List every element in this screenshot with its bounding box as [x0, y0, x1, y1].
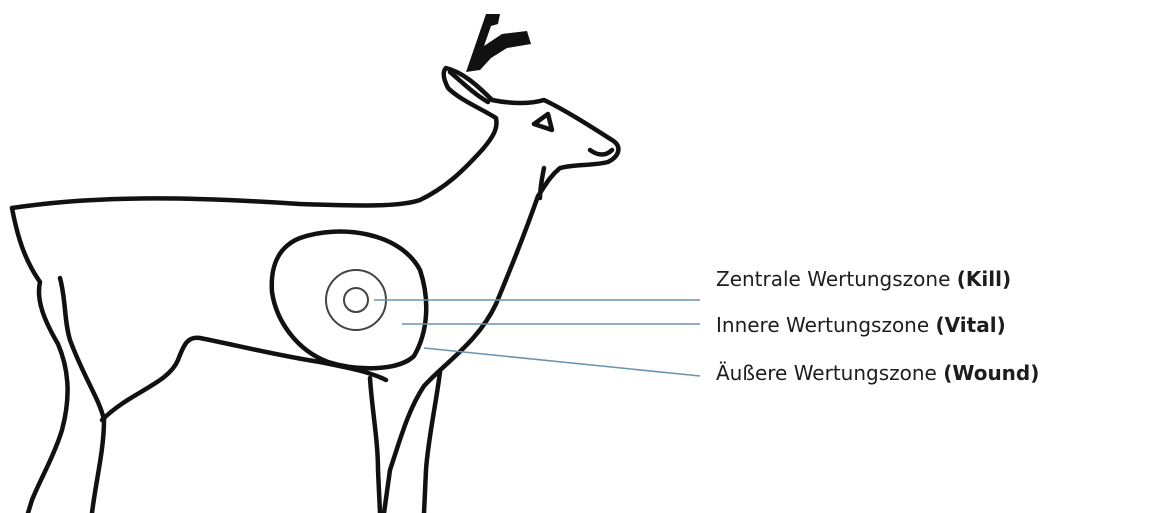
zone-name: Innere Wertungszone — [716, 313, 929, 337]
zone-label-kill: Zentrale Wertungszone (Kill) — [716, 267, 1011, 291]
kill-zone-ring — [344, 288, 368, 312]
zone-tag: Vital — [945, 313, 997, 337]
zone-label-vital: Innere Wertungszone (Vital) — [716, 313, 1006, 337]
ear-inner-line — [450, 72, 488, 102]
front-leg-line — [370, 378, 380, 513]
zone-label-wound: Äußere Wertungszone (Wound) — [716, 361, 1039, 385]
antler-shape — [466, 14, 531, 72]
belly-line — [102, 338, 386, 420]
mouth-line — [590, 150, 612, 155]
zone-name: Zentrale Wertungszone — [716, 267, 950, 291]
zone-name: Äußere Wertungszone — [716, 361, 937, 385]
eye-shape — [534, 114, 552, 130]
chin-line — [540, 168, 544, 198]
zone-tag: Kill — [966, 267, 1002, 291]
deer-outline-rear — [12, 208, 68, 513]
zone-tag: Wound — [952, 361, 1030, 385]
leader-line-wound — [424, 348, 700, 376]
front-leg-second — [424, 372, 440, 513]
